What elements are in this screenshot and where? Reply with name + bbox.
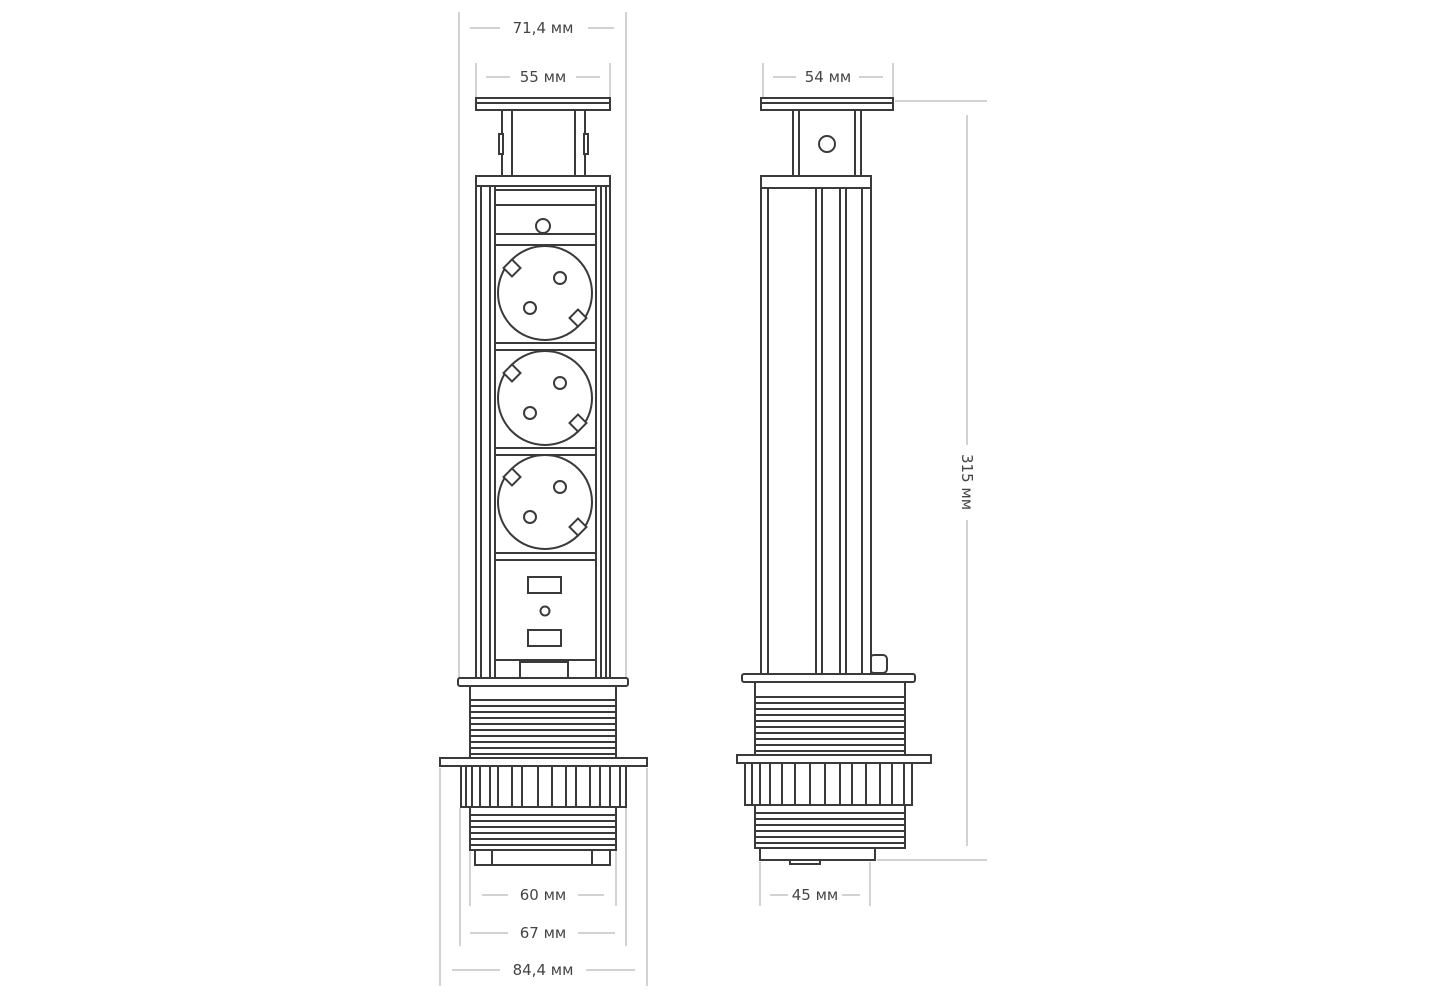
indicator-hole xyxy=(535,218,551,234)
dim-height: 315 мм xyxy=(958,454,976,510)
dim-side-cap-width: 54 мм xyxy=(805,68,852,86)
socket-pin-hole xyxy=(553,271,567,285)
earthing-clip xyxy=(502,258,522,278)
led-icon xyxy=(539,605,551,617)
dim-front-cap-width: 55 мм xyxy=(520,68,567,86)
socket-pin-hole xyxy=(553,376,567,390)
earthing-clip xyxy=(568,413,588,433)
earthing-clip xyxy=(502,467,522,487)
earthing-clip xyxy=(568,308,588,328)
usb-port-icon xyxy=(527,629,562,647)
dim-thread-width: 60 мм xyxy=(520,886,567,904)
socket-pin-hole xyxy=(523,301,537,315)
socket-icon xyxy=(497,454,593,550)
earthing-clip xyxy=(568,517,588,537)
side-view xyxy=(736,97,932,865)
socket-icon xyxy=(497,245,593,341)
dim-flange-width: 84,4 мм xyxy=(513,961,574,979)
earthing-clip xyxy=(502,363,522,383)
socket-pin-hole xyxy=(523,406,537,420)
socket-pin-hole xyxy=(523,510,537,524)
usb-port-icon xyxy=(527,576,562,594)
front-view xyxy=(439,97,648,866)
dimension-lines xyxy=(439,12,987,986)
dim-side-bottom-width: 45 мм xyxy=(792,886,839,904)
socket-icon xyxy=(497,350,593,446)
socket-pin-hole xyxy=(553,480,567,494)
dim-nut-width: 67 мм xyxy=(520,924,567,942)
dim-front-total-width: 71,4 мм xyxy=(513,19,574,37)
